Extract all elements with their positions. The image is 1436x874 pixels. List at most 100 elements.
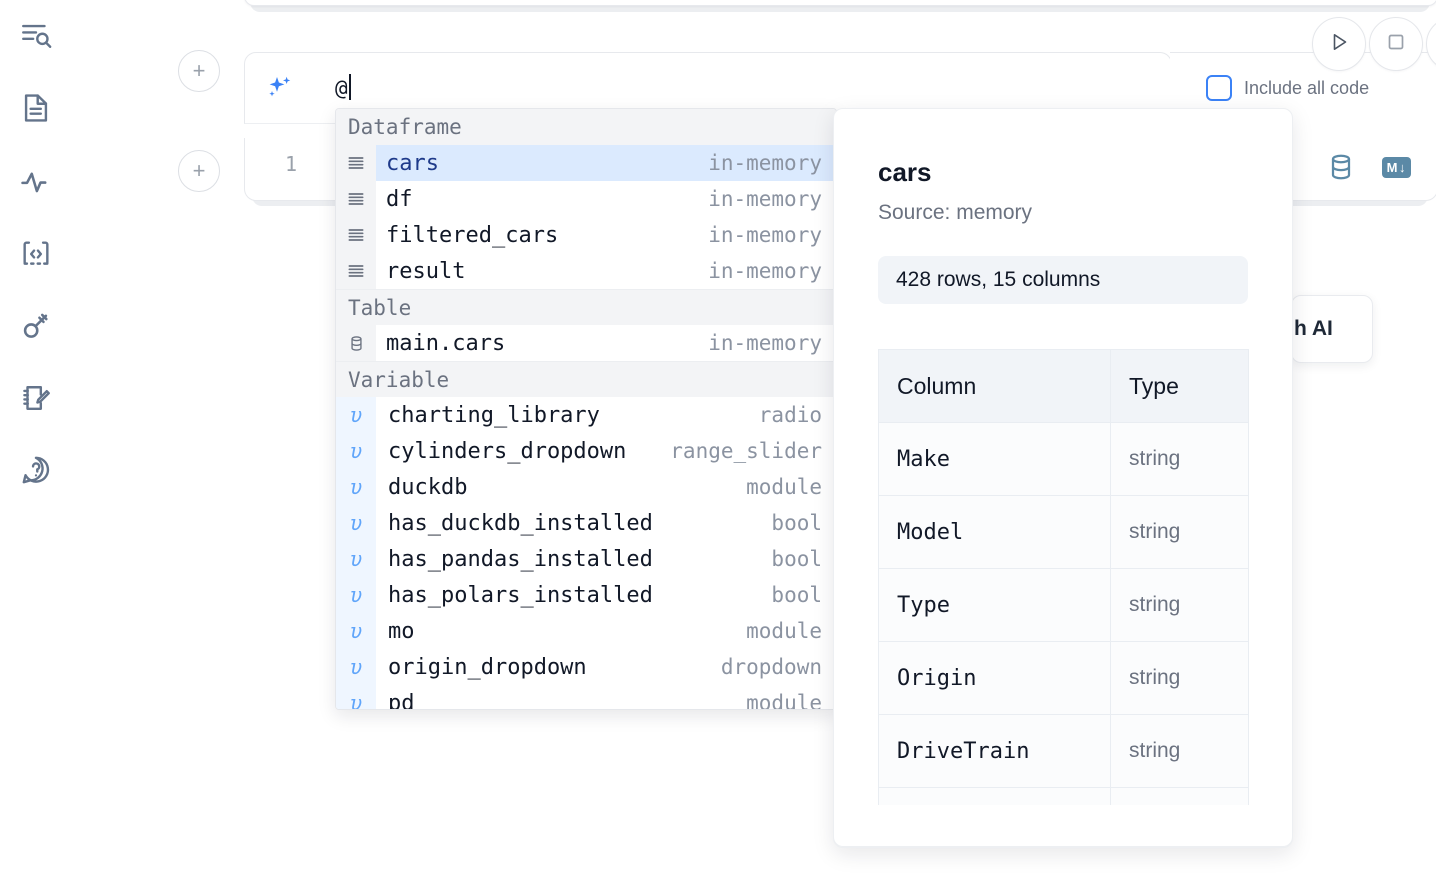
autocomplete-item-meta: bool bbox=[771, 511, 822, 535]
autocomplete-item-meta: range_slider bbox=[670, 439, 822, 463]
cell-above-shadow bbox=[250, 2, 1430, 12]
help-chat-icon bbox=[19, 453, 53, 487]
autocomplete-item-meta: in-memory bbox=[708, 187, 822, 211]
autocomplete-item-name: charting_library bbox=[388, 402, 600, 428]
detail-source: Source: memory bbox=[878, 201, 1033, 224]
autocomplete-item-meta: module bbox=[746, 475, 822, 499]
autocomplete-item-name: pd bbox=[388, 690, 415, 710]
line-number: 1 bbox=[284, 152, 297, 176]
autocomplete-item[interactable]: υ cylinders_dropdown range_slider bbox=[336, 433, 836, 469]
schema-column-type: string bbox=[1110, 495, 1249, 569]
variable-icon: υ bbox=[336, 541, 376, 577]
autocomplete-item-meta: module bbox=[746, 691, 822, 710]
detail-shape-chip: 428 rows, 15 columns bbox=[878, 256, 1248, 304]
autocomplete-item-name: cars bbox=[386, 150, 439, 176]
autocomplete-item-name: main.cars bbox=[386, 330, 506, 356]
schema-column-name: Make bbox=[878, 422, 1111, 496]
sidebar-item-snippets[interactable] bbox=[12, 230, 60, 278]
sidebar-item-secrets[interactable] bbox=[12, 302, 60, 350]
autocomplete-group-header: Variable bbox=[336, 361, 836, 397]
markdown-icon[interactable]: M↓ bbox=[1381, 156, 1411, 178]
variable-icon: υ bbox=[336, 685, 376, 709]
autocomplete-item-name: df bbox=[386, 186, 413, 212]
variable-icon: υ bbox=[336, 505, 376, 541]
document-icon bbox=[19, 91, 53, 125]
autocomplete-item-meta: bool bbox=[771, 583, 822, 607]
autocomplete-item-name: filtered_cars bbox=[386, 222, 559, 248]
schema-column-name: Type bbox=[878, 568, 1111, 642]
text-caret bbox=[348, 74, 351, 100]
dataframe-icon bbox=[336, 253, 376, 289]
cell-toolbar: M↓ bbox=[1326, 152, 1411, 182]
ai-prompt-value: @ bbox=[335, 76, 348, 100]
autocomplete-item-name: has_duckdb_installed bbox=[388, 510, 653, 536]
ai-prompt-input[interactable]: @ bbox=[335, 70, 351, 106]
sidebar-item-explore[interactable] bbox=[12, 12, 60, 60]
variable-icon: υ bbox=[336, 613, 376, 649]
sidebar-item-notebook[interactable] bbox=[12, 84, 60, 132]
dataframe-detail-panel: cars Source: memory 428 rows, 15 columns… bbox=[833, 108, 1293, 848]
variable-icon: υ bbox=[336, 649, 376, 685]
autocomplete-item[interactable]: υ charting_library radio bbox=[336, 397, 836, 433]
stop-square-icon bbox=[1384, 30, 1408, 59]
markdown-badge-letter: M bbox=[1386, 159, 1398, 175]
markdown-badge-arrow: ↓ bbox=[1399, 159, 1406, 175]
variable-icon: υ bbox=[336, 433, 376, 469]
key-icon bbox=[19, 309, 53, 343]
stop-button[interactable] bbox=[1369, 17, 1423, 71]
sidebar-item-scratchpad[interactable] bbox=[12, 374, 60, 422]
autocomplete-item[interactable]: υ has_duckdb_installed bool bbox=[336, 505, 836, 541]
autocomplete-item-meta: in-memory bbox=[708, 331, 822, 355]
sidebar-rail bbox=[0, 0, 72, 874]
autocomplete-item-name: has_pandas_installed bbox=[388, 546, 653, 572]
autocomplete-item[interactable]: main.cars in-memory bbox=[336, 325, 836, 361]
add-cell-button-bottom[interactable]: + bbox=[178, 150, 220, 192]
schema-column-name: DriveTrain bbox=[878, 714, 1111, 788]
include-all-code-label: Include all code bbox=[1244, 77, 1370, 98]
include-all-code-toggle[interactable]: Include all code bbox=[1206, 75, 1369, 101]
variable-icon: υ bbox=[336, 469, 376, 505]
schema-column-type: string bbox=[1110, 568, 1249, 642]
schema-column-type: string bbox=[1110, 641, 1249, 715]
autocomplete-item-meta: in-memory bbox=[708, 223, 822, 247]
dataframe-icon bbox=[336, 181, 376, 217]
autocomplete-item-name: result bbox=[386, 258, 466, 284]
generate-with-ai-card[interactable]: h AI bbox=[1291, 295, 1373, 363]
run-button[interactable] bbox=[1312, 17, 1366, 71]
plus-icon: + bbox=[192, 58, 206, 83]
autocomplete-item[interactable]: result in-memory bbox=[336, 253, 836, 289]
database-icon[interactable] bbox=[1326, 152, 1356, 182]
include-all-code-checkbox[interactable] bbox=[1206, 75, 1232, 101]
variable-icon: υ bbox=[336, 397, 376, 433]
autocomplete-item-meta: radio bbox=[758, 403, 822, 427]
autocomplete-item-meta: in-memory bbox=[708, 259, 822, 283]
autocomplete-item[interactable]: df in-memory bbox=[336, 181, 836, 217]
detail-panel-footer bbox=[833, 805, 1293, 847]
autocomplete-item[interactable]: filtered_cars in-memory bbox=[336, 217, 836, 253]
sidebar-item-activity[interactable] bbox=[12, 158, 60, 206]
autocomplete-item-meta: module bbox=[746, 619, 822, 643]
sidebar-item-help[interactable] bbox=[12, 446, 60, 494]
autocomplete-item-name: duckdb bbox=[388, 474, 468, 500]
schema-column-type: string bbox=[1110, 714, 1249, 788]
autocomplete-item-name: mo bbox=[388, 618, 415, 644]
schema-column-type: string bbox=[1110, 422, 1249, 496]
add-cell-button-top[interactable]: + bbox=[178, 50, 220, 92]
code-brackets-icon bbox=[19, 237, 53, 271]
autocomplete-item-name: cylinders_dropdown bbox=[388, 438, 627, 464]
notebook-pencil-icon bbox=[19, 381, 53, 415]
cell-above bbox=[244, 0, 1436, 6]
